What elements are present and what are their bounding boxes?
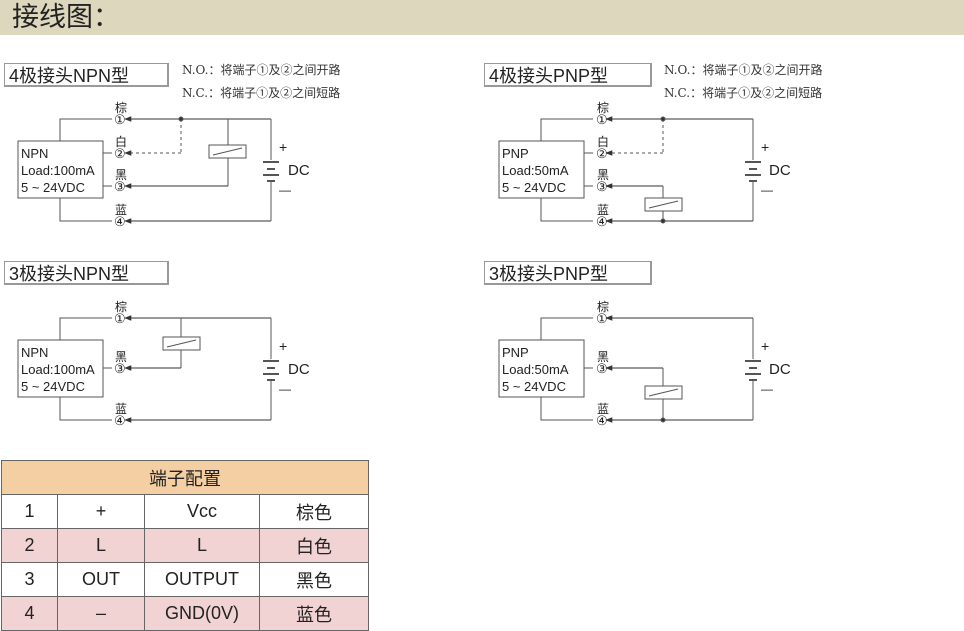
wire-color-brown: 棕 — [597, 100, 609, 115]
pin-1: ① — [114, 112, 126, 127]
wire-color-black: 黑 — [597, 168, 609, 182]
sensor-box — [17, 339, 104, 398]
wire-color-brown: 棕 — [597, 299, 609, 314]
note-normally-open: N.O.：将端子①及②之间开路 — [182, 63, 341, 77]
header-bar: 接线图： — [0, 0, 964, 35]
sensor-type: NPN — [21, 345, 48, 360]
supply-plus: + — [761, 338, 769, 354]
diagram-title-3pin-npn: 3极接头NPN型 — [4, 261, 169, 285]
note-normally-open: N.O.：将端子①及②之间开路 — [664, 63, 823, 77]
note-normally-closed: N.C.：将端子①及②之间短路 — [664, 86, 823, 100]
sensor-voltage: 5 ~ 24VDC — [21, 180, 85, 195]
pin-function: Vcc — [144, 494, 260, 529]
sensor-type: PNP — [502, 345, 529, 360]
table-row: 3 OUT OUTPUT 黑色 — [1, 562, 369, 597]
note-normally-closed: N.C.：将端子①及②之间短路 — [182, 86, 341, 100]
diagram-4pin-pnp — [498, 116, 761, 224]
supply-minus: — — [761, 183, 773, 197]
table-title: 端子配置 — [1, 460, 369, 495]
wiring-diagrams: NPN Load:100mA 5 ~ 24VDC 棕 ① 白 ② 黑 ③ 蓝 ④… — [17, 100, 791, 428]
supply-label: DC — [769, 162, 791, 179]
sensor-voltage: 5 ~ 24VDC — [502, 180, 566, 195]
supply-label: DC — [769, 361, 791, 378]
sensor-voltage: 5 ~ 24VDC — [21, 379, 85, 394]
pin-4: ④ — [596, 214, 608, 229]
pin-4: ④ — [596, 413, 608, 428]
pin-2: ② — [114, 146, 126, 161]
supply-plus: + — [279, 139, 287, 155]
wire-color-brown: 棕 — [115, 100, 127, 115]
sensor-type: PNP — [502, 146, 529, 161]
terminal-config-table: 端子配置 1 + Vcc 棕色 2 L L 白色 3 OUT OUTPUT 黑色… — [1, 460, 369, 631]
wire-color: 蓝色 — [259, 596, 369, 631]
wire-color: 黑色 — [259, 562, 369, 597]
table-row: 2 L L 白色 — [1, 528, 369, 563]
table-row: 1 + Vcc 棕色 — [1, 494, 369, 529]
sensor-box — [498, 140, 585, 199]
pin-4: ④ — [114, 214, 126, 229]
sensor-voltage: 5 ~ 24VDC — [502, 379, 566, 394]
supply-label: DC — [288, 361, 310, 378]
sensor-load: Load:50mA — [502, 362, 569, 377]
pin-symbol: + — [57, 494, 145, 529]
wire-color-brown: 棕 — [115, 299, 127, 314]
wire-color-blue: 蓝 — [597, 402, 609, 416]
pin-1: ① — [114, 311, 126, 326]
diagram-4pin-npn — [17, 116, 279, 224]
pin-function: GND(0V) — [144, 596, 260, 631]
pin-2: ② — [596, 146, 608, 161]
sensor-load: Load:100mA — [21, 362, 95, 377]
wire-color-blue: 蓝 — [115, 402, 127, 416]
table-row: 4 – GND(0V) 蓝色 — [1, 596, 369, 631]
diagram-3pin-npn — [17, 315, 279, 423]
pin-symbol: L — [57, 528, 145, 563]
supply-minus: — — [279, 382, 291, 396]
pin-symbol: OUT — [57, 562, 145, 597]
supply-minus: — — [761, 382, 773, 396]
pin-3: ③ — [114, 361, 126, 376]
sensor-type: NPN — [21, 146, 48, 161]
pin-function: OUTPUT — [144, 562, 260, 597]
pin-function: L — [144, 528, 260, 563]
supply-plus: + — [279, 338, 287, 354]
wire-color-blue: 蓝 — [115, 203, 127, 217]
sensor-load: Load:100mA — [21, 163, 95, 178]
diagram-title-4pin-npn: 4极接头NPN型 — [4, 63, 169, 87]
pin-number: 2 — [1, 528, 58, 563]
supply-plus: + — [761, 139, 769, 155]
pin-number: 4 — [1, 596, 58, 631]
wire-color-blue: 蓝 — [597, 203, 609, 217]
pin-1: ① — [596, 112, 608, 127]
wire-color: 白色 — [259, 528, 369, 563]
wire-color-white: 白 — [597, 134, 609, 149]
sensor-box — [498, 339, 585, 398]
diagram-3pin-pnp — [498, 315, 761, 423]
pin-3: ③ — [596, 361, 608, 376]
pin-4: ④ — [114, 413, 126, 428]
pin-3: ③ — [114, 179, 126, 194]
supply-minus: — — [279, 183, 291, 197]
sensor-load: Load:50mA — [502, 163, 569, 178]
wire-color-white: 白 — [115, 134, 127, 149]
wire-color-black: 黑 — [597, 350, 609, 364]
supply-label: DC — [288, 162, 310, 179]
pin-symbol: – — [57, 596, 145, 631]
diagram-title-4pin-pnp: 4极接头PNP型 — [484, 63, 652, 87]
wire-color-black: 黑 — [115, 168, 127, 182]
page-title: 接线图： — [12, 2, 120, 33]
pin-1: ① — [596, 311, 608, 326]
wire-color: 棕色 — [259, 494, 369, 529]
diagram-title-3pin-pnp: 3极接头PNP型 — [484, 261, 652, 285]
pin-number: 3 — [1, 562, 58, 597]
wire-color-black: 黑 — [115, 350, 127, 364]
pin-number: 1 — [1, 494, 58, 529]
pin-3: ③ — [596, 179, 608, 194]
